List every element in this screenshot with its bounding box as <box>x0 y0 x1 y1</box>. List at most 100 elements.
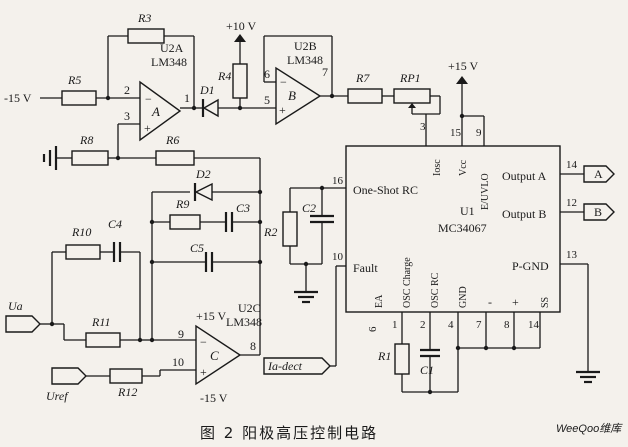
svg-text:−: − <box>200 335 207 349</box>
ic-pin-pgnd: P-GND <box>512 259 549 273</box>
r12-label: R12 <box>117 385 137 399</box>
c1-label: C1 <box>420 363 434 377</box>
ic-name: U1 <box>460 204 475 218</box>
c5-label: C5 <box>190 241 204 255</box>
opamp-b-pin7: 7 <box>322 65 328 79</box>
ic-pin1-number: 1 <box>392 319 398 331</box>
opamp-c-name: U2C <box>238 301 261 315</box>
output-b-connector <box>583 203 615 221</box>
ic-pin4-number: 4 <box>448 319 454 331</box>
ic-pin2-number: 2 <box>420 319 426 331</box>
ic-pin14-number: 14 <box>566 159 578 171</box>
ia-dect-label: Ia-dect <box>267 359 303 373</box>
output-b-signal-label: B <box>594 205 602 219</box>
plus15-top-label: +15 V <box>448 59 479 73</box>
r9-label: R9 <box>175 197 189 211</box>
d1-label: D1 <box>199 83 215 97</box>
ic-pin-ss: SS <box>540 297 551 308</box>
resistor-r8 <box>71 150 109 166</box>
ic-pin16-number: 16 <box>332 175 344 187</box>
resistor-r3 <box>127 28 165 44</box>
c2-label: C2 <box>302 201 316 215</box>
resistor-timing <box>282 211 298 247</box>
svg-text:−: − <box>280 75 287 89</box>
plus10-label: +10 V <box>226 19 257 33</box>
ia-dect-connector <box>263 357 331 375</box>
resistor-r11 <box>85 332 121 348</box>
resistor-r1 <box>394 343 410 375</box>
opamp-c-pin8: 8 <box>250 339 256 353</box>
ic-mc34067-body <box>345 145 561 313</box>
r4-label: R4 <box>217 69 231 83</box>
opamp-a-name: U2A <box>160 41 184 55</box>
c4-label: C4 <box>108 217 122 231</box>
ic-pin-one-shot-rc: One-Shot RC <box>353 183 418 197</box>
ic-pin7-number: 7 <box>476 319 482 331</box>
ic-pin-output-b: Output B <box>502 207 546 221</box>
diode-d2 <box>194 182 213 202</box>
ua-input-connector <box>5 315 41 333</box>
opamp-c-part: LM348 <box>226 315 262 329</box>
ic-pin3-number: 3 <box>420 121 426 133</box>
ic-pin14b-number: 14 <box>528 319 540 331</box>
ic-pin-osc-charge: OSC Charge <box>402 257 413 308</box>
resistor-r6 <box>155 150 195 166</box>
ic-pin-output-a: Output A <box>502 169 547 183</box>
ic-pin-gnd: GND <box>458 286 469 308</box>
opamp-c-body <box>195 324 242 386</box>
resistor-r5 <box>61 90 97 106</box>
c3-label: C3 <box>236 201 250 215</box>
svg-text:−: − <box>145 92 152 106</box>
ua-label: Ua <box>8 299 23 313</box>
svg-text:+: + <box>279 103 286 117</box>
ic-pin10-number: 10 <box>332 251 344 263</box>
output-a-connector <box>583 165 615 183</box>
opamp-b-body <box>275 66 322 126</box>
r1-label: R1 <box>377 349 391 363</box>
ic-pin-osc-rc: OSC RC <box>430 272 441 308</box>
r6-label: R6 <box>165 133 179 147</box>
opamp-a-pin1: 1 <box>184 91 190 105</box>
ic-pin-fault: Fault <box>353 261 378 275</box>
r7-label: R7 <box>355 71 370 85</box>
ic-part: MC34067 <box>438 221 487 235</box>
opamp-a-part: LM348 <box>151 55 187 69</box>
uref-label: Uref <box>46 389 69 403</box>
r2-label: R2 <box>263 225 277 239</box>
opamp-b-letter: B <box>288 88 296 103</box>
neg15-input-label: -15 V <box>4 91 32 105</box>
r11-label: R11 <box>91 315 110 329</box>
potentiometer-rp1 <box>393 88 431 104</box>
opamp-b-name: U2B <box>294 39 317 53</box>
r8-label: R8 <box>79 133 93 147</box>
ic-pin-plus: + <box>512 295 519 309</box>
ic-pin9-number: 9 <box>476 127 482 139</box>
r3-label: R3 <box>137 11 151 25</box>
opamp-a-letter: A <box>151 104 160 119</box>
opamp-b-part: LM348 <box>287 53 323 67</box>
resistor-r4 <box>232 63 248 99</box>
rp1-label: RP1 <box>399 71 421 85</box>
resistor-r12 <box>109 368 143 384</box>
r5-label: R5 <box>67 73 81 87</box>
ic-pin12-number: 12 <box>566 197 577 209</box>
opamp-a-pin2: 2 <box>124 83 130 97</box>
resistor-r7 <box>347 88 383 104</box>
resistor-r9 <box>169 214 201 230</box>
svg-text:+: + <box>200 365 207 379</box>
ic-pin-iosc: Iosc <box>432 159 443 176</box>
opamp-b-pin6: 6 <box>264 67 270 81</box>
ic-pin-minus: - <box>488 295 492 309</box>
ic-pin-ea: EA <box>374 294 385 308</box>
d2-label: D2 <box>195 167 211 181</box>
opamp-c-letter: C <box>210 348 219 363</box>
opamp-c-pin9: 9 <box>178 327 184 341</box>
ic-pin15-number: 15 <box>450 127 462 139</box>
uref-input-connector <box>51 367 87 385</box>
opamp-a-pin3: 3 <box>124 109 130 123</box>
watermark: WeeQoo维库 <box>556 422 623 435</box>
opamp-b-pin5: 5 <box>264 93 270 107</box>
resistor-r10 <box>65 244 101 260</box>
ic-pin13-number: 13 <box>566 249 578 261</box>
